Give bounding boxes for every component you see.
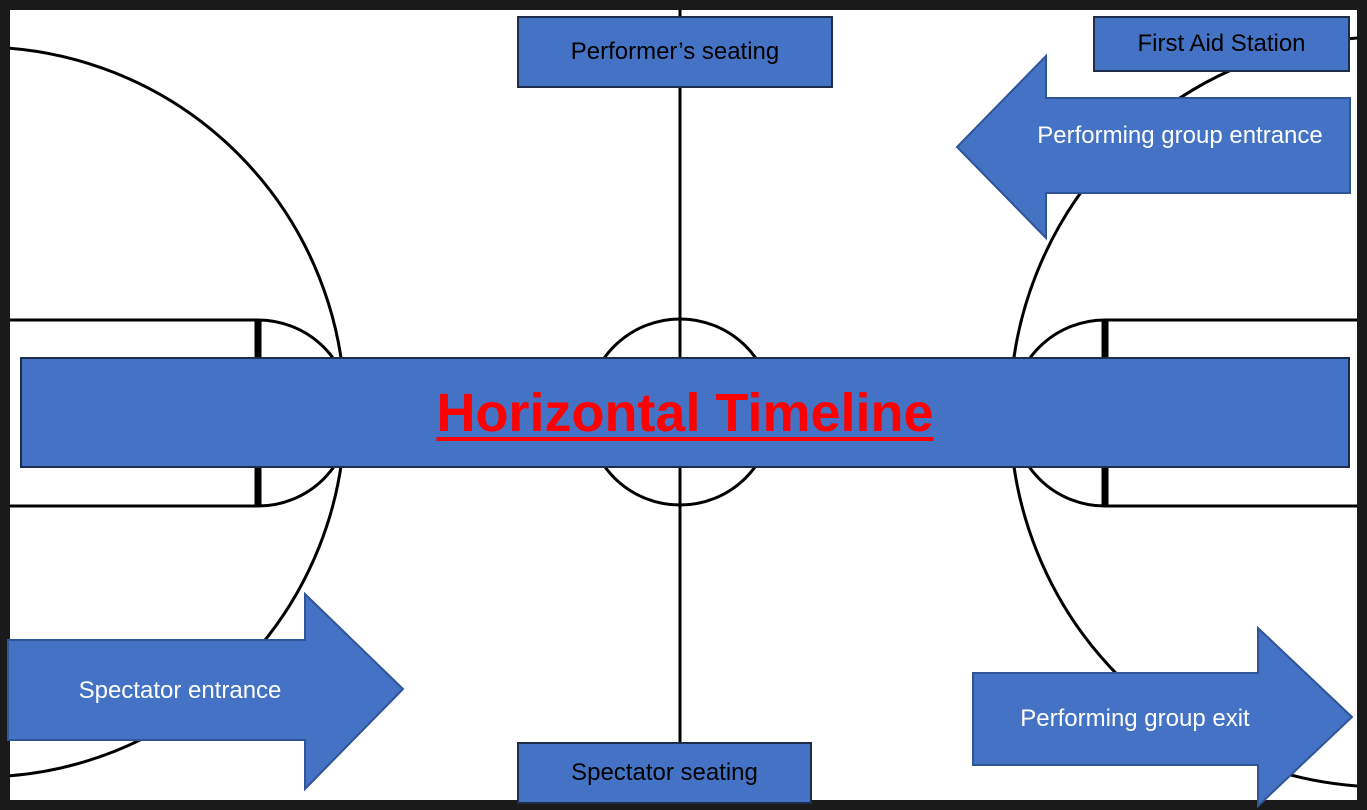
performing-group-entrance-arrow xyxy=(955,53,1351,241)
timeline-title: Horizontal Timeline xyxy=(436,382,934,443)
first-aid-station-label: First Aid Station xyxy=(1137,30,1306,57)
performer-seating-box: Performer’s seating xyxy=(517,16,833,88)
spectator-seating-box: Spectator seating xyxy=(517,742,812,804)
timeline-banner: Horizontal Timeline xyxy=(20,357,1350,468)
spectator-entrance-arrow xyxy=(7,591,405,792)
spectator-entrance-label: Spectator entrance xyxy=(78,677,282,704)
performer-seating-label: Performer’s seating xyxy=(570,38,780,65)
performing-group-entrance-label: Performing group entrance xyxy=(1037,122,1323,149)
spectator-seating-label: Spectator seating xyxy=(571,759,758,786)
first-aid-station-box: First Aid Station xyxy=(1093,16,1350,72)
performing-group-exit-arrow xyxy=(972,625,1354,809)
performing-group-exit-label: Performing group exit xyxy=(1020,705,1250,732)
